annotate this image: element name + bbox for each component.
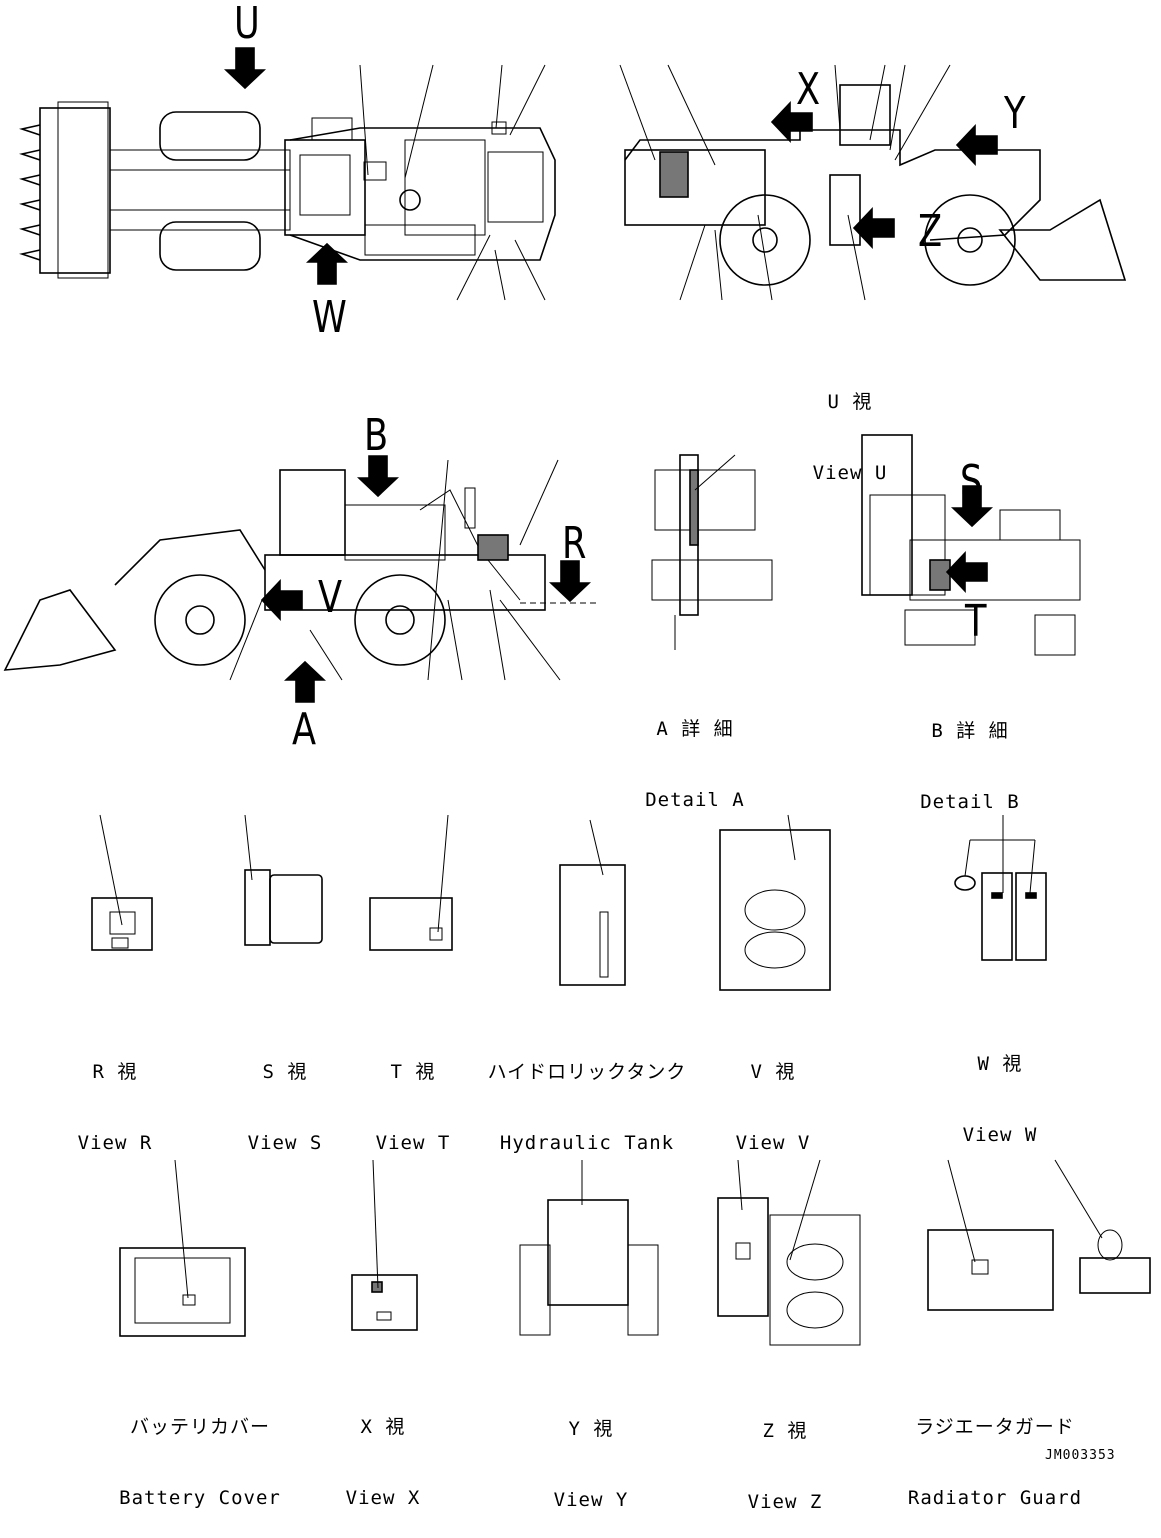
hydraulic-tank-drawing [559,819,626,986]
caption-view-u-jp: U 視 [827,390,873,413]
caption-detail-b: B 詳 細 Detail B [905,672,1035,838]
caption-view-x-jp: X 視 [360,1415,406,1438]
arrow-letter-u: U [234,0,260,49]
caption-view-r-en: View R [77,1131,153,1154]
machine-top-view [19,47,556,301]
caption-view-v-en: View V [735,1131,811,1154]
caption-radiator-guard-en: Radiator Guard [907,1486,1083,1509]
caption-view-v: V 視 View V [718,1013,828,1179]
arrow-letter-b: B [364,410,389,461]
arrow-letter-v: V [318,572,343,623]
machine-right-side-view [619,64,1127,301]
caption-view-w-jp: W 視 [977,1052,1023,1075]
caption-battery-cover-jp: バッテリカバー [129,1415,270,1438]
detail-a-drawing [651,454,773,650]
caption-view-v-jp: V 視 [750,1060,796,1083]
caption-hydraulic-tank-en: Hydraulic Tank [499,1131,675,1154]
caption-detail-a: A 詳 細 Detail A [630,670,760,836]
caption-view-y: Y 視 View Y [536,1370,646,1536]
caption-view-x: X 視 View X [328,1368,438,1534]
caption-view-r: R 視 View R [60,1013,170,1179]
arrow-letter-a: A [292,704,317,755]
caption-hydraulic-tank: ハイドロリックタンク Hydraulic Tank [482,1013,692,1179]
caption-view-z: Z 視 View Z [730,1372,840,1538]
caption-view-y-en: View Y [553,1488,629,1511]
caption-view-w-en: View W [962,1123,1038,1146]
view-s-drawing [244,814,323,946]
caption-hydraulic-tank-jp: ハイドロリックタンク [487,1060,687,1083]
caption-view-t: T 視 View T [358,1013,468,1179]
caption-battery-cover: バッテリカバー Battery Cover [105,1368,295,1534]
view-x-drawing [351,1159,418,1331]
arrow-letter-w: W [312,292,347,343]
view-y-drawing [519,1160,659,1336]
radiator-guard-drawing [927,1159,1151,1311]
caption-view-t-en: View T [375,1131,451,1154]
view-z-drawing [717,1159,861,1346]
caption-battery-cover-en: Battery Cover [119,1486,281,1509]
caption-detail-a-jp: A 詳 細 [656,717,734,740]
caption-view-z-jp: Z 視 [762,1419,808,1442]
caption-detail-b-en: Detail B [920,790,1020,813]
caption-view-s: S 視 View S [230,1013,340,1179]
caption-view-z-en: View Z [747,1490,823,1513]
caption-view-u-en: View U [812,461,888,484]
view-t-drawing [369,814,453,951]
caption-view-x-en: View X [345,1486,421,1509]
view-w-drawing [954,815,1047,961]
caption-detail-b-jp: B 詳 細 [931,719,1009,742]
caption-view-t-jp: T 視 [390,1060,436,1083]
drawing-code: JM003353 [1045,1448,1116,1463]
caption-radiator-guard-jp: ラジエータガード [915,1415,1075,1438]
machine-left-side-view [3,455,600,703]
caption-view-w: W 視 View W [945,1005,1055,1171]
caption-view-s-en: View S [247,1131,323,1154]
arrow-letter-z: Z [918,206,943,257]
arrow-letter-r: R [562,518,587,569]
parts-diagram [3,47,1151,1346]
view-v-drawing [719,814,831,991]
caption-view-u: U 視 View U [790,343,910,509]
caption-view-y-jp: Y 視 [568,1417,614,1440]
arrow-letter-t: T [965,596,987,647]
battery-cover-drawing [119,1159,246,1337]
arrow-letter-x: X [796,64,821,115]
detail-b-drawing [861,434,1081,656]
caption-detail-a-en: Detail A [645,788,745,811]
arrow-letter-s: S [960,456,983,507]
view-r-drawing [91,814,153,951]
arrow-letter-y: Y [1004,88,1026,139]
caption-view-r-jp: R 視 [92,1060,138,1083]
caption-view-s-jp: S 視 [262,1060,308,1083]
